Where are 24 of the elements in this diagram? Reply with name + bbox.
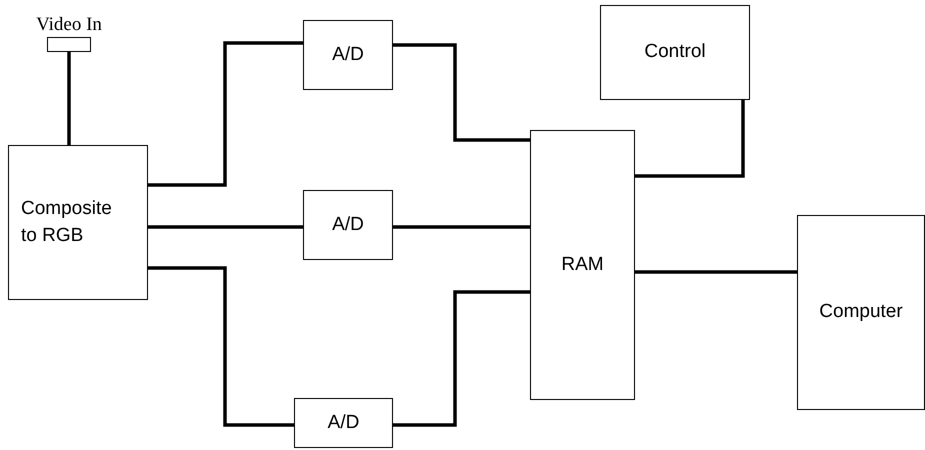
block-box — [797, 215, 925, 410]
connector-line — [148, 225, 303, 229]
block-box — [8, 145, 148, 300]
connector-line — [148, 41, 303, 187]
block-label: A/D — [332, 42, 364, 67]
block-box — [303, 20, 393, 90]
input-label: Video In — [36, 14, 102, 36]
block-box — [530, 130, 635, 400]
block-label: RAM — [561, 252, 604, 277]
connector-line — [393, 43, 530, 142]
block-box — [294, 398, 393, 448]
connector-line — [393, 225, 530, 229]
block-box — [303, 190, 393, 260]
connector-line — [67, 52, 71, 145]
connector-line — [148, 266, 294, 427]
block-label: Control — [644, 40, 706, 64]
connector-line — [635, 270, 797, 274]
connector-line — [635, 100, 745, 178]
block-box — [600, 5, 750, 100]
block-label: Computer — [819, 300, 903, 324]
block-label: A/D — [328, 410, 360, 435]
block-label: A/D — [332, 212, 364, 237]
connector-line — [393, 290, 530, 427]
block-label: Composite to RGB — [21, 196, 113, 248]
